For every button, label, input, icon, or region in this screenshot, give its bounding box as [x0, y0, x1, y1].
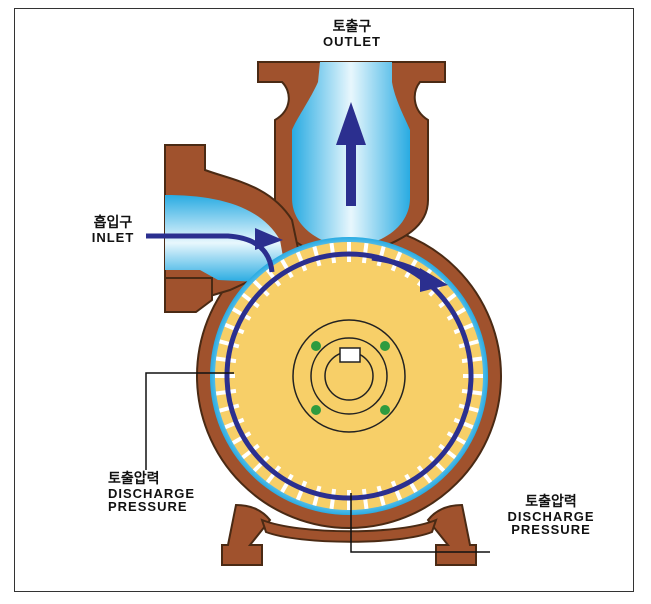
impeller	[215, 242, 483, 510]
flow-arrows	[146, 102, 448, 292]
inlet-label: 흡입구 INLET	[91, 215, 135, 245]
outlet-label: 토출구 OUTLET	[323, 19, 381, 49]
bolt-dot	[380, 341, 390, 351]
liquid-ring	[224, 251, 474, 501]
bolt-dot	[311, 405, 321, 415]
bolt-dot	[311, 341, 321, 351]
bolt-dot	[380, 405, 390, 415]
outlet-arrowhead	[336, 102, 366, 145]
discharge-pressure-label-right: 토출압력 DISCHARGE PRESSURE	[507, 494, 595, 538]
outlet-arrow-shaft	[346, 140, 356, 206]
diagram-frame	[14, 8, 634, 592]
shaft-key	[339, 347, 361, 363]
leader-line-left	[145, 372, 234, 470]
leader-line-right	[350, 493, 490, 553]
hub-middle-ring	[310, 337, 388, 415]
hub-outer-ring	[292, 319, 406, 433]
discharge-pressure-label-left: 토출압력 DISCHARGE PRESSURE	[108, 471, 196, 515]
inlet-arrowhead	[255, 228, 283, 250]
leader-lines	[145, 372, 490, 553]
rotation-arrowhead	[420, 268, 448, 292]
